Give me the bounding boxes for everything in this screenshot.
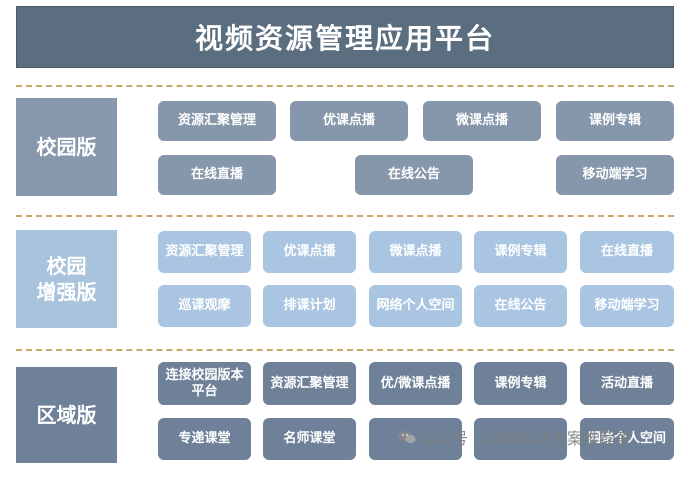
enhanced-item-quality-vod: 优课点播	[263, 231, 356, 273]
watermark: 公众号 · GKWALK方案推荐官	[398, 425, 631, 449]
campus-item-resource-management: 资源汇聚管理	[158, 101, 276, 141]
campus-item-quality-vod: 优课点播	[290, 101, 408, 141]
section-divider	[16, 85, 674, 87]
section-label-enhanced: 校园 增强版	[16, 230, 117, 328]
region-item-resource-management: 资源汇聚管理	[263, 362, 356, 405]
campus-item-micro-vod: 微课点播	[423, 101, 541, 141]
enhanced-item-resource-management: 资源汇聚管理	[158, 231, 251, 273]
campus-item-announcement: 在线公告	[355, 155, 473, 195]
section-divider	[16, 349, 674, 351]
enhanced-item-announcement: 在线公告	[474, 285, 567, 327]
section-label-campus: 校园版	[16, 98, 117, 196]
enhanced-item-patrol: 巡课观摩	[158, 285, 251, 327]
enhanced-item-micro-vod: 微课点播	[369, 231, 462, 273]
platform-title-bar: 视频资源管理应用平台	[16, 6, 674, 68]
enhanced-item-schedule: 排课计划	[263, 285, 356, 327]
enhanced-item-case-album: 课例专辑	[474, 231, 567, 273]
campus-item-live: 在线直播	[158, 155, 276, 195]
enhanced-item-live: 在线直播	[580, 231, 674, 273]
section-divider	[16, 215, 674, 217]
region-item-famous-teacher: 名师课堂	[263, 418, 356, 460]
section-label-region: 区域版	[16, 367, 117, 463]
region-item-obscured-2	[474, 418, 567, 460]
region-item-activity-live: 活动直播	[580, 362, 674, 405]
platform-title: 视频资源管理应用平台	[194, 22, 495, 55]
region-item-personal-space: 网络个人空间	[580, 418, 674, 460]
wechat-icon	[398, 431, 416, 443]
region-item-connect-campus: 连接校园版本平台	[158, 362, 251, 405]
enhanced-item-mobile: 移动端学习	[580, 285, 674, 327]
region-item-case-album: 课例专辑	[474, 362, 567, 405]
region-item-quality-micro-vod: 优/微课点播	[369, 362, 462, 405]
campus-item-case-album: 课例专辑	[556, 101, 674, 141]
campus-item-mobile: 移动端学习	[556, 155, 674, 195]
watermark-text: 公众号 · GKWALK方案推荐官	[420, 429, 631, 448]
region-item-delivery-class: 专递课堂	[158, 418, 251, 460]
enhanced-item-personal-space: 网络个人空间	[369, 285, 462, 327]
